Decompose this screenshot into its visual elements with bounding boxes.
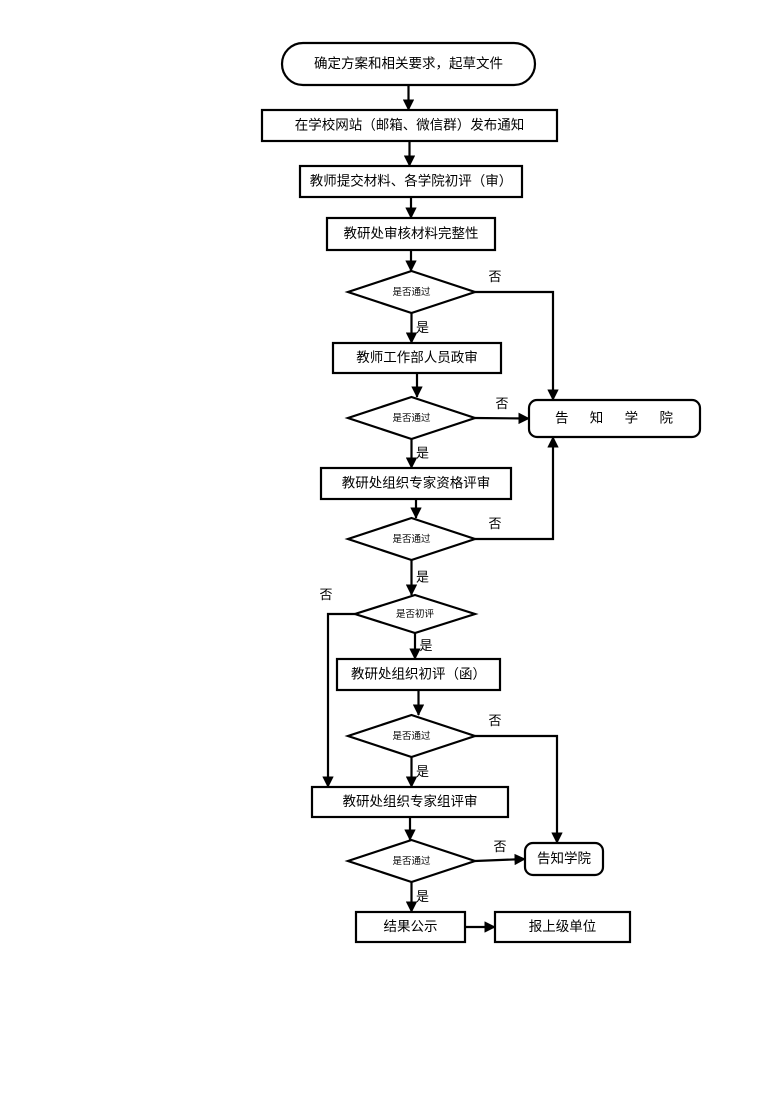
- decision-shape: [344, 713, 479, 759]
- edge-d1-to-g1: [475, 290, 559, 401]
- node-label: 教师工作部人员政审: [356, 350, 478, 365]
- node-n9-结果公示: 结果公示: [354, 910, 467, 944]
- node-label: 是否通过: [392, 412, 431, 424]
- edge-d2-to-n6-label: 是: [416, 445, 429, 460]
- process-shape: [335, 657, 502, 692]
- terminator-shape: [280, 41, 537, 87]
- process-shape: [331, 341, 503, 375]
- node-d3-是否通过: 是否通过: [344, 516, 479, 562]
- node-label: 在学校网站（邮箱、微信群）发布通知: [295, 117, 525, 133]
- edge-d5-to-n8-label: 是: [416, 764, 429, 779]
- node-g2-告知学院: 告知学院: [523, 841, 605, 877]
- edge-d5-to-g2-label: 否: [488, 713, 501, 728]
- node-label: 是否通过: [392, 730, 431, 742]
- process-shape: [319, 466, 513, 501]
- node-label: 报上级单位: [529, 919, 597, 934]
- node-label: 教师提交材料、各学院初评（审）: [310, 173, 513, 189]
- edge-d3-to-d4-label: 是: [416, 569, 429, 584]
- node-d4-是否初评: 是否初评: [351, 593, 479, 635]
- node-label: 是否通过: [392, 286, 431, 298]
- edge-d3-to-g1-label: 否: [488, 516, 501, 531]
- edges-layer: [322, 85, 563, 933]
- node-d5-是否通过: 是否通过: [344, 713, 479, 759]
- node-d2-是否通过: 是否通过: [344, 395, 479, 441]
- node-label: 是否通过: [392, 855, 431, 867]
- edge-d4-to-n8: [322, 612, 355, 788]
- rounded-shape: [523, 841, 605, 877]
- process-shape: [298, 164, 524, 199]
- edge-d1-to-n5-label: 是: [416, 320, 429, 335]
- node-label: 告 知 学 院: [555, 410, 682, 426]
- edge-d3-to-g1: [475, 436, 559, 541]
- node-label: 结果公示: [384, 919, 438, 934]
- nodes-layer: 确定方案和相关要求，起草文件在学校网站（邮箱、微信群）发布通知教师提交材料、各学…: [260, 41, 702, 944]
- node-label: 是否通过: [392, 533, 431, 545]
- node-label: 教研处组织初评（函）: [351, 666, 486, 682]
- process-shape: [493, 910, 632, 944]
- node-n10-报上级单位: 报上级单位: [493, 910, 632, 944]
- node-label: 是否初评: [396, 608, 435, 620]
- edge-d4-to-n7-label: 是: [419, 638, 432, 653]
- node-label: 教研处组织专家组评审: [343, 793, 478, 809]
- process-shape: [260, 108, 559, 143]
- node-n1-确定方案和相关要求起: 确定方案和相关要求，起草文件: [280, 41, 537, 87]
- process-shape: [354, 910, 467, 944]
- node-label: 告知学院: [537, 850, 591, 866]
- edge-d6-to-n9-label: 是: [416, 889, 429, 904]
- decision-shape: [344, 269, 479, 315]
- node-d6-是否通过: 是否通过: [344, 838, 479, 884]
- node-g1-告 知 学 院: 告 知 学 院: [527, 398, 702, 439]
- decision-shape: [351, 593, 479, 635]
- edge-d6-to-g2-label: 否: [493, 839, 506, 854]
- edge-d4-to-n8-label: 否: [319, 587, 332, 602]
- edge-d6-to-g2: [474, 853, 526, 866]
- node-n7-教研处组织初评函: 教研处组织初评（函）: [335, 657, 502, 692]
- node-n6-教研处组织专家资格评: 教研处组织专家资格评审: [319, 466, 513, 501]
- node-n2-在学校网站邮箱微信群: 在学校网站（邮箱、微信群）发布通知: [260, 108, 559, 143]
- node-label: 确定方案和相关要求，起草文件: [314, 55, 503, 71]
- edge-d2-to-g1: [474, 412, 530, 425]
- rounded-shape: [527, 398, 702, 439]
- edge-d2-to-g1-label: 否: [495, 396, 508, 411]
- node-n8-教研处组织专家组评审: 教研处组织专家组评审: [310, 785, 510, 819]
- process-shape: [310, 785, 510, 819]
- decision-shape: [344, 395, 479, 441]
- node-n4-教研处审核材料完整性: 教研处审核材料完整性: [325, 216, 497, 252]
- edge-d5-to-g2: [475, 734, 563, 844]
- node-d1-是否通过: 是否通过: [344, 269, 479, 315]
- decision-shape: [344, 516, 479, 562]
- node-label: 教研处组织专家资格评审: [342, 475, 491, 491]
- process-shape: [325, 216, 497, 252]
- node-label: 教研处审核材料完整性: [344, 226, 479, 241]
- node-n5-教师工作部人员政审: 教师工作部人员政审: [331, 341, 503, 375]
- decision-shape: [344, 838, 479, 884]
- node-n3-教师提交材料各学院初: 教师提交材料、各学院初评（审）: [298, 164, 524, 199]
- edge-d1-to-g1-label: 否: [488, 269, 501, 284]
